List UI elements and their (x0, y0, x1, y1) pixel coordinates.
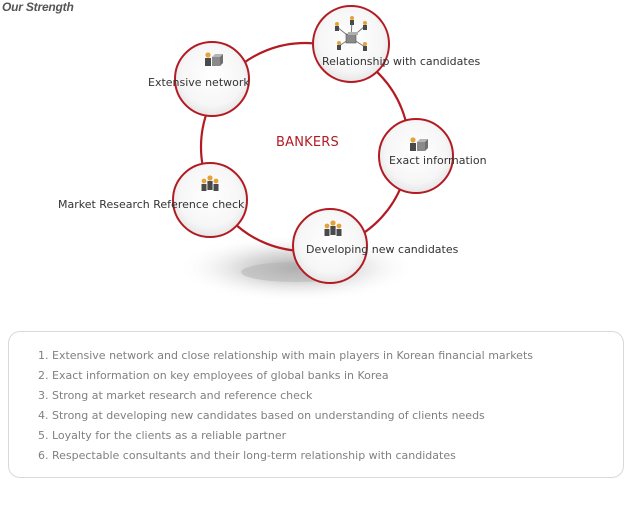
strengths-list: 1. Extensive network and close relations… (38, 349, 533, 469)
strength-item: 1. Extensive network and close relations… (38, 349, 533, 362)
node-label-developing: Developing new candidates (306, 243, 459, 256)
person-cube-icon-information (410, 137, 428, 151)
person-cube-icon-network (205, 52, 223, 66)
center-label-bankers: BANKERS (276, 135, 339, 150)
node-bubble-relationship (312, 5, 390, 83)
node-bubble-developing (292, 208, 368, 284)
node-label-extensive-network: Extensive network (148, 76, 250, 89)
node-label-exact-information: Exact information (389, 154, 487, 167)
page-title: Our Strength (2, 0, 74, 14)
strength-item: 4. Strong at developing new candidates b… (38, 409, 485, 422)
strengths-list-box: 1. Extensive network and close relations… (8, 331, 624, 478)
strength-item: 2. Exact information on key employees of… (38, 369, 389, 382)
node-label-market-research: Market Research Reference check (58, 198, 245, 211)
group-people-icon-research (201, 175, 219, 191)
node-bubble-extensive-network (174, 41, 250, 117)
group-people-icon-developing (324, 220, 342, 236)
strength-item: 6. Respectable consultants and their lon… (38, 449, 456, 462)
node-label-relationship: Relationship with candidates (322, 55, 481, 68)
node-bubble-exact-information (378, 118, 454, 194)
node-bubble-market-research (172, 162, 248, 238)
strength-item: 3. Strong at market research and referen… (38, 389, 313, 402)
strength-item: 5. Loyalty for the clients as a reliable… (38, 429, 287, 442)
strength-diagram: BANKERS Relationship with candidates Ext… (58, 5, 487, 302)
network-hub-icon (335, 16, 367, 51)
diagram-canvas (172, 5, 454, 302)
